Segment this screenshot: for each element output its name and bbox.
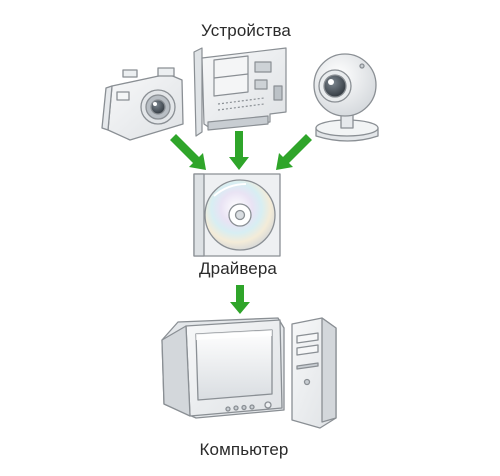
down-arrow-icon — [170, 134, 206, 170]
computer-label: Компьютер — [199, 440, 289, 459]
cd-case-icon — [193, 173, 281, 257]
down-arrow-icon — [230, 285, 250, 314]
devices-label: Устройства — [201, 21, 291, 40]
desktop-computer-icon — [161, 317, 337, 429]
down-arrow-icon — [229, 131, 249, 170]
expansion-card-icon — [193, 47, 287, 137]
digital-camera-icon — [101, 67, 184, 141]
down-arrow-icon — [276, 134, 312, 170]
webcam-icon — [313, 53, 379, 142]
drivers-label: Драйвера — [199, 259, 277, 278]
